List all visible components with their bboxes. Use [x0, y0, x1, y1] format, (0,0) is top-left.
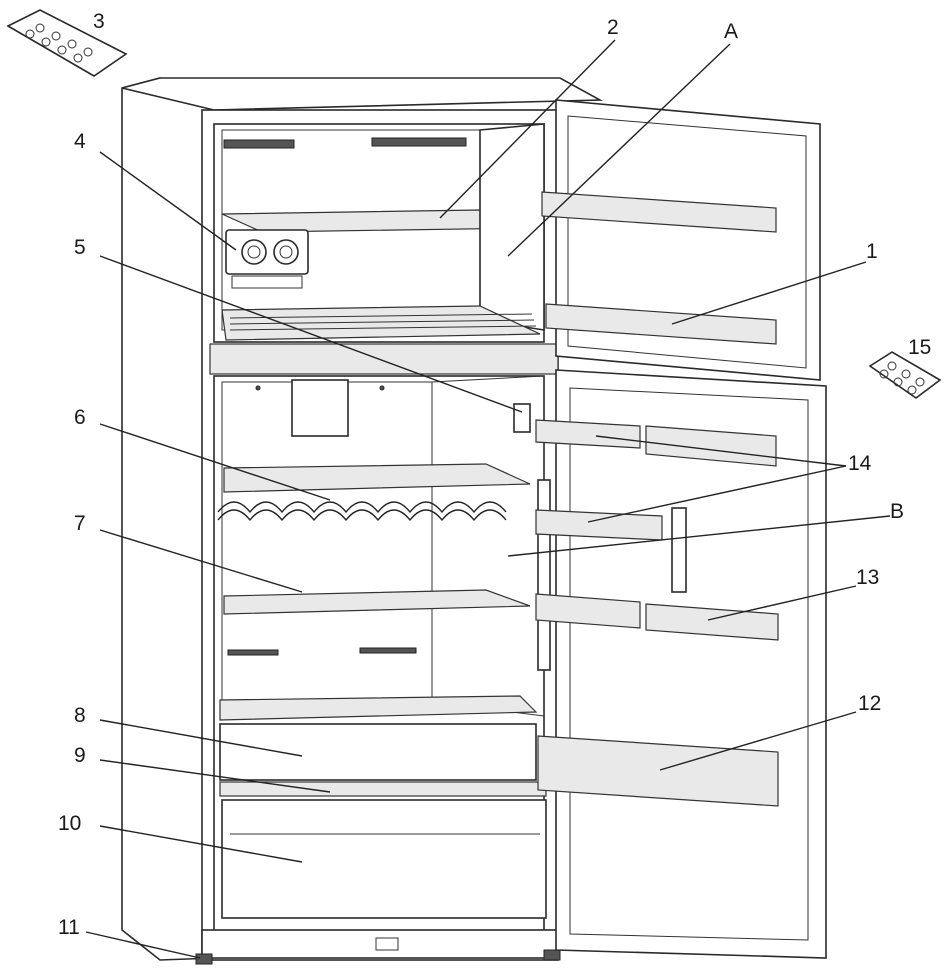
egg-tray: [868, 351, 942, 399]
door-bin-upper-left: [535, 419, 641, 449]
callout-7: 7: [74, 512, 86, 535]
egg-tray-body: [868, 351, 942, 399]
cabinet: [121, 77, 603, 965]
freezer-vent-right: [371, 137, 467, 147]
leader-14a: [595, 435, 847, 467]
glass-shelf-upper: [223, 463, 531, 493]
callout-9: 9: [74, 744, 86, 767]
air-duct: [291, 379, 349, 437]
ice-tray-body: [6, 9, 128, 77]
leader-11: [85, 931, 201, 959]
callout-B: B: [890, 500, 904, 523]
leader-12: [659, 711, 857, 771]
callout-4: 4: [74, 130, 86, 153]
callout-11: 11: [58, 916, 80, 939]
freezer-door: [541, 99, 821, 381]
crisper-drawer: [221, 799, 547, 919]
leader-1: [671, 261, 867, 325]
leader-8: [99, 719, 303, 757]
adjustable-foot-left: [195, 953, 213, 965]
crisper-cover-shelf: [219, 695, 538, 721]
door-bin-lower-left: [535, 593, 641, 629]
door-bin-upper-right: [645, 425, 777, 467]
temperature-control-knobs: [225, 229, 309, 289]
leader-4: [99, 151, 237, 251]
callout-6: 6: [74, 406, 86, 429]
crisper-front: [219, 723, 537, 781]
callout-5: 5: [74, 236, 86, 259]
leader-13: [707, 585, 857, 621]
leader-2: [439, 39, 616, 219]
knob-right-icon: [273, 239, 299, 265]
leader-10: [99, 825, 303, 863]
callout-10: 10: [58, 812, 81, 835]
callout-12: 12: [858, 692, 881, 715]
wine-rack: [217, 501, 507, 514]
compartment-divider: [209, 343, 559, 375]
cabinet-top: [121, 77, 603, 111]
glass-shelf-middle: [223, 589, 531, 615]
leader-7: [99, 529, 303, 593]
callout-15: 15: [908, 336, 931, 359]
door-bin-lower-right: [645, 603, 779, 641]
cabinet-base: [201, 929, 559, 959]
fridge-side-rail: [537, 479, 551, 671]
callout-labels: 3 2 A 4 5 1 15 6 14 B 7 13 12 8 9 10 11: [58, 10, 931, 939]
light-switch: [513, 403, 531, 433]
ice-tray: [6, 9, 128, 77]
callout-3: 3: [93, 10, 105, 33]
adjustable-foot-right: [543, 949, 561, 961]
callout-2: 2: [607, 16, 619, 39]
door-bin-middle: [535, 509, 663, 541]
cabinet-left-side: [121, 77, 215, 961]
callout-14: 14: [848, 452, 872, 475]
leader-6: [99, 423, 331, 501]
leader-5: [99, 255, 523, 413]
door-egg-rack: [671, 507, 687, 593]
leader-14b: [587, 465, 847, 523]
callout-1: 1: [866, 240, 878, 263]
callout-8: 8: [74, 704, 86, 727]
freezer-door-shelf-upper: [541, 191, 777, 233]
knob-left-icon: [241, 239, 267, 265]
freezer-side-wall: [479, 123, 545, 331]
leader-lines: [85, 39, 891, 959]
leader-A: [507, 43, 731, 257]
callout-A: A: [724, 20, 738, 43]
leader-9: [99, 759, 331, 793]
leader-B: [507, 515, 891, 557]
freezer-vent-left: [223, 139, 295, 149]
callout-13: 13: [856, 566, 879, 589]
